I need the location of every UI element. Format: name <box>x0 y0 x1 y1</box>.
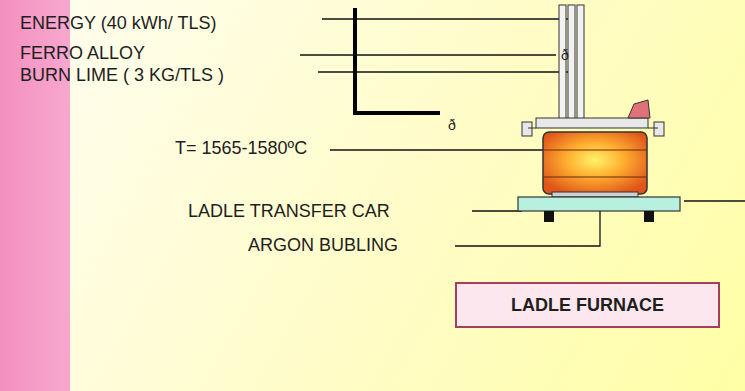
callout-label: ARGON BUBLING <box>248 236 398 256</box>
callout-label: FERRO ALLOY <box>20 44 145 64</box>
callout-label: BURN LIME ( 3 KG/TLS ) <box>20 66 224 86</box>
symbol-label: ð <box>448 118 456 133</box>
callout-label: LADLE TRANSFER CAR <box>188 202 390 222</box>
title-box: LADLE FURNACE <box>455 282 720 328</box>
callout-label: T= 1565-1580ºC <box>175 139 307 159</box>
symbol-label: ð <box>561 48 569 63</box>
box-title: LADLE FURNACE <box>511 295 664 316</box>
callout-label: ENERGY (40 kWh/ TLS) <box>20 14 216 34</box>
